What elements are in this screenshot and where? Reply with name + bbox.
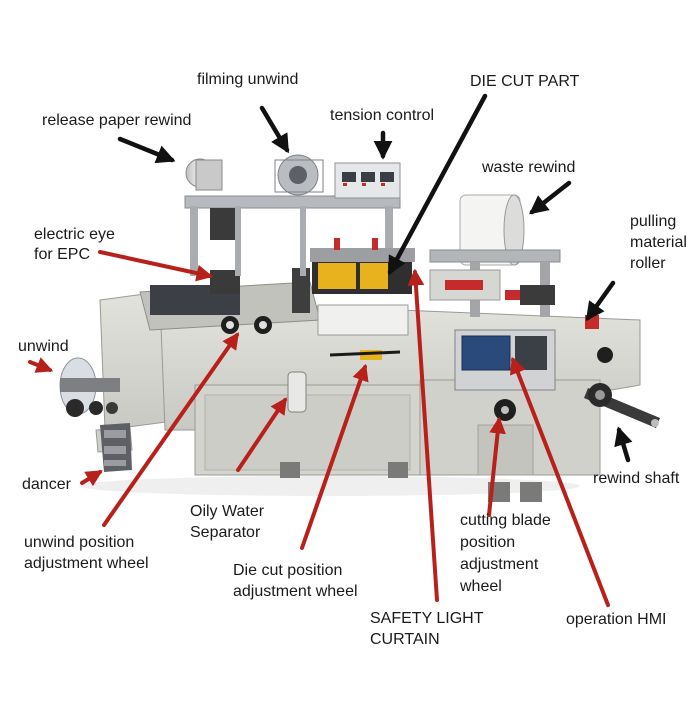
arrow-rewind-shaft xyxy=(614,426,633,463)
arrow-release-paper-rewind xyxy=(117,136,176,164)
arrow-oily-water-separator xyxy=(236,397,287,472)
label-electric-eye-line1: electric eye xyxy=(34,226,115,243)
arrow-cutting-blade-wheel xyxy=(487,416,506,517)
label-unwind-position-line2: adjustment wheel xyxy=(24,555,149,572)
arrow-die-cut-part xyxy=(387,93,488,276)
label-dancer: dancer xyxy=(22,476,71,493)
label-diecut-position-line1: Die cut position xyxy=(233,562,343,579)
label-tension-control: tension control xyxy=(330,107,435,124)
label-waste-rewind: waste rewind xyxy=(482,159,576,176)
machine xyxy=(59,154,660,502)
arrow-unwind xyxy=(28,357,54,373)
label-unwind-position-line1: unwind position xyxy=(24,534,135,551)
label-cutting-line3: adjustment xyxy=(460,556,539,573)
label-oily-line1: Oily Water xyxy=(190,503,265,520)
label-pulling-line1: pulling xyxy=(630,213,677,230)
label-electric-eye-line2: for EPC xyxy=(34,246,91,263)
label-unwind: unwind xyxy=(18,338,69,355)
label-diecut-position-line2: adjustment wheel xyxy=(233,583,358,600)
arrow-unwind-position-wheel xyxy=(102,332,239,527)
label-cutting-line4: wheel xyxy=(460,578,502,595)
label-die-cut-part: DIE CUT PART xyxy=(470,73,580,90)
label-pulling-line3: roller xyxy=(630,255,666,272)
label-pulling-line2: material xyxy=(630,234,687,251)
arrow-die-cut-position-wheel xyxy=(300,363,369,550)
arrow-pulling-material-roller xyxy=(585,280,616,322)
arrow-safety-light-curtain xyxy=(407,268,439,602)
arrow-operation-hmi xyxy=(510,356,610,607)
label-rewind-shaft: rewind shaft xyxy=(593,470,680,487)
label-safety-line2: CURTAIN xyxy=(370,631,440,648)
label-cutting-line1: cutting blade xyxy=(460,512,551,529)
label-oily-line2: Separator xyxy=(190,524,261,541)
label-filming-unwind: filming unwind xyxy=(197,71,299,88)
label-safety-line1: SAFETY LIGHT xyxy=(370,610,484,627)
arrow-electric-eye xyxy=(98,250,214,282)
label-operation-hmi: operation HMI xyxy=(566,611,667,628)
label-release-paper-rewind: release paper rewind xyxy=(42,112,192,129)
label-cutting-line2: position xyxy=(460,534,516,551)
arrow-filming-unwind xyxy=(259,105,290,154)
arrow-dancer xyxy=(80,470,103,487)
arrow-waste-rewind xyxy=(529,180,572,215)
